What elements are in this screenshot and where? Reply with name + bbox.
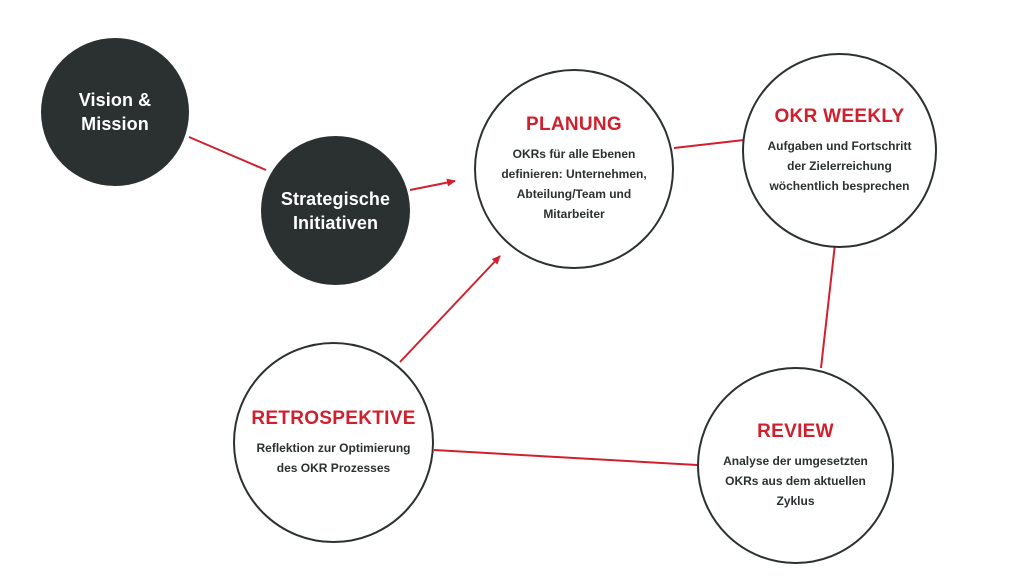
connector-weekly-to-review xyxy=(820,243,836,369)
weekly-desc-line-2: der Zielerreichung xyxy=(787,158,892,173)
retro-desc-line-1: Reflektion zur Optimierung xyxy=(256,440,411,455)
planung-desc-line-1: OKRs für alle Ebenen xyxy=(512,147,636,161)
okr-weekly-description: Aufgaben und Fortschritt der Zielerreich… xyxy=(755,136,925,196)
review-desc-line-3: Zyklus xyxy=(776,493,815,508)
planung-description: OKRs für alle Ebenen definieren: Unterne… xyxy=(489,144,659,224)
strategic-initiatives-label: Strategische Initiativen xyxy=(281,187,390,235)
connector-planung-to-weekly xyxy=(673,139,745,149)
okr-weekly-node: OKR WEEKLY Aufgaben und Fortschritt der … xyxy=(742,53,937,248)
planung-desc-line-3: Abteilung/Team und xyxy=(516,187,632,201)
vision-label-line-2: Mission xyxy=(81,114,149,134)
review-title: REVIEW xyxy=(757,420,834,442)
strategic-label-line-1: Strategische xyxy=(280,188,391,209)
review-node: REVIEW Analyse der umgesetzten OKRs aus … xyxy=(697,367,894,564)
weekly-desc-line-1: Aufgaben und Fortschritt xyxy=(767,138,912,153)
vision-mission-node: Vision & Mission xyxy=(41,38,189,186)
retrospektive-title: RETROSPEKTIVE xyxy=(251,407,416,429)
arrow-strategic-to-planung xyxy=(409,178,456,191)
planung-node: PLANUNG OKRs für alle Ebenen definieren:… xyxy=(474,69,674,269)
strategic-label-line-2: Initiativen xyxy=(292,212,379,233)
vision-mission-label: Vision & Mission xyxy=(79,88,151,136)
planung-desc-line-2: definieren: Unternehmen, xyxy=(501,167,647,181)
vision-label-line-1: Vision & xyxy=(78,90,152,110)
connector-vision-to-strategic xyxy=(188,136,267,171)
planung-desc-line-4: Mitarbeiter xyxy=(543,207,605,221)
planung-title: PLANUNG xyxy=(525,114,623,135)
weekly-desc-line-3: wöchentlich besprechen xyxy=(769,178,910,193)
review-desc-line-1: Analyse der umgesetzten xyxy=(723,453,868,468)
retrospektive-description: Reflektion zur Optimierung des OKR Proze… xyxy=(244,438,424,478)
connector-review-to-retro xyxy=(433,449,698,466)
arrow-retro-to-planung xyxy=(399,255,501,363)
okr-weekly-title: OKR WEEKLY xyxy=(774,105,905,127)
retro-desc-line-2: des OKR Prozesses xyxy=(276,460,391,475)
strategic-initiatives-node: Strategische Initiativen xyxy=(261,136,410,285)
review-description: Analyse der umgesetzten OKRs aus dem akt… xyxy=(716,451,876,511)
retrospektive-node: RETROSPEKTIVE Reflektion zur Optimierung… xyxy=(233,342,434,543)
review-desc-line-2: OKRs aus dem aktuellen xyxy=(725,473,866,488)
